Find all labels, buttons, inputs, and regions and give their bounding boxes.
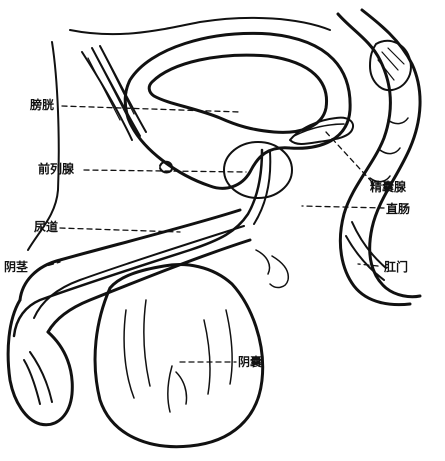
label-urethra: 尿道 xyxy=(34,220,58,234)
leader-bladder xyxy=(62,106,240,112)
rectum-hatching xyxy=(378,48,404,80)
scrotum-folds xyxy=(124,300,232,412)
leader-urethra xyxy=(60,228,180,232)
label-bladder: 膀胱 xyxy=(30,98,54,112)
bulb-curls xyxy=(256,250,288,287)
label-rectum: 直肠 xyxy=(386,202,410,216)
anal-canal xyxy=(346,222,386,280)
peritoneum-line xyxy=(70,18,330,34)
rectum-folds xyxy=(370,118,408,182)
rectum-lumen xyxy=(370,41,411,90)
label-penis: 阴茎 xyxy=(4,260,28,274)
leader-seminal-vesicle xyxy=(326,132,372,182)
label-seminal-vesicle: 精囊腺 xyxy=(370,180,406,194)
abdominal-wall-outline xyxy=(28,42,59,250)
label-scrotum: 阴囊 xyxy=(238,355,262,369)
leader-rectum xyxy=(302,206,384,208)
label-anus: 肛门 xyxy=(384,260,408,274)
glans-meatus xyxy=(24,352,52,404)
label-prostate: 前列腺 xyxy=(38,162,74,176)
pubic-symphysis-lines xyxy=(82,46,146,140)
bladder-inner xyxy=(149,55,326,132)
